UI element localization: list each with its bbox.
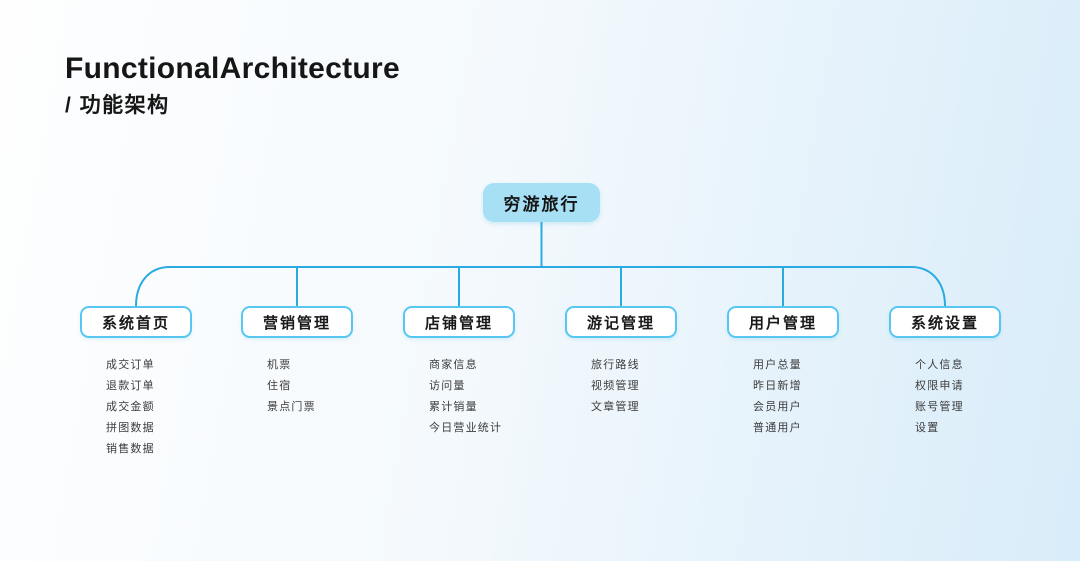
branch-items-travel-notes: 旅行路线 视频管理 文章管理 <box>591 355 677 418</box>
branch-label: 营销管理 <box>262 314 331 332</box>
leaf-item: 景点门票 <box>267 401 316 413</box>
leaf-item: 视频管理 <box>591 380 640 392</box>
leaf-item: 昨日新增 <box>753 380 802 392</box>
branch-col-settings: 系统设置 个人信息 权限申请 账号管理 设置 <box>889 306 1001 439</box>
leaf-item: 住宿 <box>267 380 292 392</box>
branch-col-user: 用户管理 用户总量 昨日新增 会员用户 普通用户 <box>727 306 839 439</box>
branch-items-settings: 个人信息 权限申请 账号管理 设置 <box>915 355 1001 439</box>
branch-label: 系统设置 <box>910 314 979 332</box>
branch-node-marketing: 营销管理 <box>241 306 353 338</box>
branch-items-marketing: 机票 住宿 景点门票 <box>267 355 353 418</box>
branch-items-user: 用户总量 昨日新增 会员用户 普通用户 <box>753 355 839 439</box>
leaf-item: 退款订单 <box>106 380 155 392</box>
branch-label: 系统首页 <box>101 314 170 332</box>
branch-label: 游记管理 <box>586 314 655 332</box>
branch-node-shop: 店铺管理 <box>403 306 515 338</box>
leaf-item: 成交订单 <box>106 359 155 371</box>
branch-col-travel-notes: 游记管理 旅行路线 视频管理 文章管理 <box>565 306 677 418</box>
bus-line <box>135 266 946 307</box>
branch-node-system-home: 系统首页 <box>80 306 192 338</box>
root-node-label: 穷游旅行 <box>503 195 580 214</box>
branch-col-marketing: 营销管理 机票 住宿 景点门票 <box>241 306 353 418</box>
leaf-item: 机票 <box>267 359 292 371</box>
branch-node-user: 用户管理 <box>727 306 839 338</box>
leaf-item: 会员用户 <box>753 401 802 413</box>
leaf-item: 访问量 <box>429 380 466 392</box>
leaf-item: 成交金额 <box>106 401 155 413</box>
leaf-item: 旅行路线 <box>591 359 640 371</box>
leaf-item: 商家信息 <box>429 359 478 371</box>
branch-items-shop: 商家信息 访问量 累计销量 今日营业统计 <box>429 355 515 439</box>
diagram-header: FunctionalArchitecture / 功能架构 <box>65 52 400 119</box>
branch-node-travel-notes: 游记管理 <box>565 306 677 338</box>
branch-label: 用户管理 <box>748 314 817 332</box>
leaf-item: 普通用户 <box>753 422 802 434</box>
leaf-item: 今日营业统计 <box>429 422 503 434</box>
leaf-item: 个人信息 <box>915 359 964 371</box>
branch-label: 店铺管理 <box>424 314 493 332</box>
leaf-item: 权限申请 <box>915 380 964 392</box>
leaf-item: 销售数据 <box>106 443 155 455</box>
leaf-item: 拼图数据 <box>106 422 155 434</box>
leaf-item: 用户总量 <box>753 359 802 371</box>
leaf-item: 账号管理 <box>915 401 964 413</box>
branch-items-system-home: 成交订单 退款订单 成交金额 拼图数据 销售数据 <box>106 355 192 460</box>
leaf-item: 文章管理 <box>591 401 640 413</box>
leaf-item: 累计销量 <box>429 401 478 413</box>
root-node: 穷游旅行 <box>483 183 600 222</box>
page-subtitle: / 功能架构 <box>65 94 170 117</box>
branch-col-system-home: 系统首页 成交订单 退款订单 成交金额 拼图数据 销售数据 <box>80 306 192 460</box>
page-title: FunctionalArchitecture <box>65 52 400 85</box>
branch-node-settings: 系统设置 <box>889 306 1001 338</box>
branch-col-shop: 店铺管理 商家信息 访问量 累计销量 今日营业统计 <box>403 306 515 439</box>
leaf-item: 设置 <box>915 422 940 434</box>
